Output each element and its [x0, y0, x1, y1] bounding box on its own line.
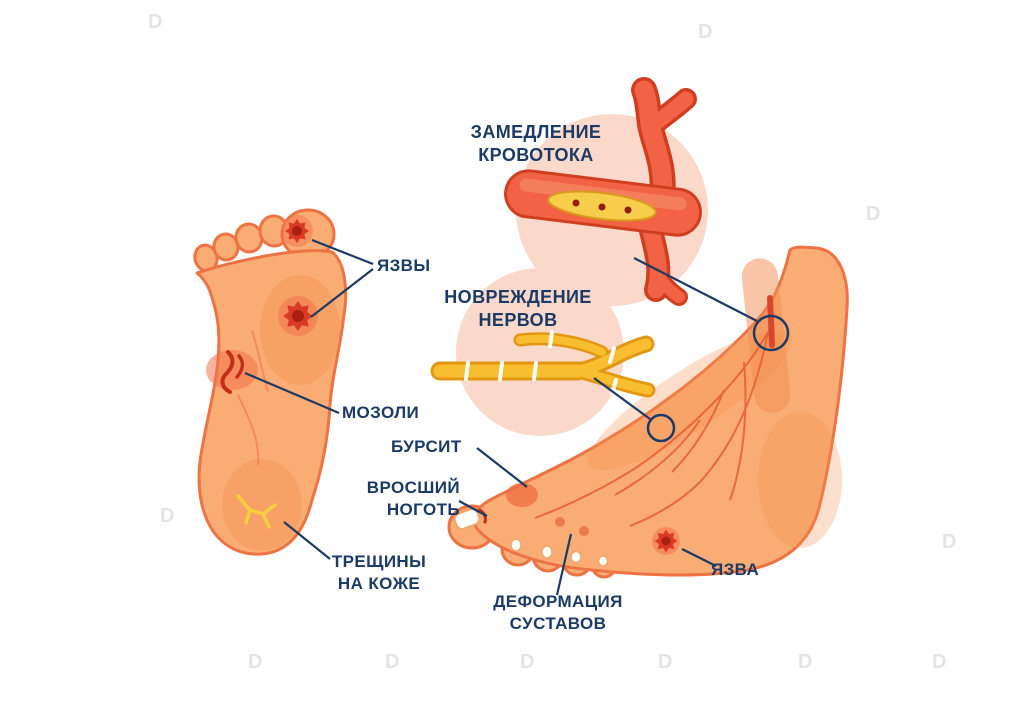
connector-calluses	[244, 371, 340, 415]
label-line: ДЕФОРМАЦИЯ	[493, 592, 623, 611]
watermark: D	[148, 11, 162, 33]
label-line: НА КОЖЕ	[337, 573, 421, 593]
connector-ulcers-ball	[310, 268, 374, 318]
toenail	[597, 555, 609, 567]
connector-nerve-damage	[593, 377, 651, 420]
connector-ulcers-toe	[311, 238, 374, 266]
plaque-dot	[598, 203, 606, 211]
foot-veins	[534, 331, 769, 527]
nerve-branches	[430, 332, 656, 398]
heel-shading	[758, 412, 842, 548]
connector-layer	[244, 238, 790, 596]
label-line: ЗАМЕДЛЕНИЕ	[470, 122, 602, 142]
label-ulcers: ЯЗВЫ	[377, 256, 431, 275]
watermark: D	[698, 21, 712, 43]
label-line: ВРОСШИЙ	[366, 478, 460, 497]
big-toe-nail	[453, 508, 481, 530]
callus-mark	[220, 350, 235, 394]
label-skin-cracks: ТРЕЩИНЫ НА КОЖЕ	[320, 551, 438, 595]
label-ulcer: ЯЗВА	[711, 560, 760, 579]
plaque-dot	[624, 206, 632, 214]
watermark: D	[932, 651, 946, 673]
artery-branches	[631, 77, 697, 306]
watermark: D	[942, 531, 956, 553]
connector-ulcer-side	[681, 548, 717, 567]
ulcer-center-big-toe	[292, 226, 302, 236]
highlight-circle-ankle	[752, 314, 790, 352]
toenail	[570, 550, 582, 564]
ankle-vessel-mark	[767, 295, 775, 348]
connector-skin-cracks	[283, 521, 331, 560]
toenail	[541, 545, 553, 559]
label-slow-blood-flow: ЗАМЕДЛЕНИЕ КРОВОТОКА	[452, 121, 620, 167]
instep-shading	[588, 329, 792, 471]
watermark: D	[658, 651, 672, 673]
connector-bursitis	[476, 447, 528, 488]
nerve-background-circle	[456, 268, 624, 436]
label-line: НОГОТЬ	[386, 499, 460, 519]
label-bursitis: БУРСИТ	[391, 437, 462, 456]
callus-halo	[206, 350, 258, 390]
joint-mark	[579, 526, 589, 536]
watermark: D	[798, 651, 812, 673]
joint-mark	[555, 517, 565, 527]
connector-ingrown-nail	[458, 500, 488, 517]
ulcer-center-ball	[292, 310, 304, 322]
label-line: КРОВОТОКА	[478, 145, 594, 166]
bunion-mark	[506, 483, 538, 507]
connector-blood-flow	[633, 257, 758, 322]
label-joint-deformation: ДЕФОРМАЦИЯ СУСТАВОВ	[482, 591, 634, 635]
watermark: D	[160, 505, 174, 527]
highlight-circle-instep	[646, 413, 676, 443]
toenail	[510, 538, 522, 552]
connector-joint-deformation	[555, 533, 573, 596]
label-calluses: МОЗОЛИ	[342, 403, 420, 422]
sole-vein	[251, 329, 269, 393]
sole-heel-shading	[222, 459, 302, 551]
label-line: НЕРВОВ	[478, 310, 558, 331]
label-line: СУСТАВОВ	[509, 613, 607, 633]
callus-mark-small	[235, 354, 245, 379]
plaque-dot	[572, 199, 580, 207]
watermark: D	[248, 651, 262, 673]
nerve-illustration	[430, 330, 656, 398]
label-line: НОВРЕЖДЕНИЕ	[444, 287, 592, 307]
label-line: ТРЕЩИНЫ	[331, 552, 427, 571]
ulcer-center-side	[661, 536, 671, 546]
label-ingrown-nail: ВРОСШИЙ НОГОТЬ	[348, 477, 460, 521]
foot-sole-illustration	[193, 208, 348, 556]
watermark: D	[385, 651, 399, 673]
label-nerve-damage: НОВРЕЖДЕНИЕ НЕРВОВ	[428, 286, 608, 332]
sole-vein	[237, 394, 260, 466]
skin-cracks-marks	[236, 494, 277, 529]
watermark: D	[520, 651, 534, 673]
watermark: D	[866, 203, 880, 225]
artery-illustration	[504, 77, 702, 306]
